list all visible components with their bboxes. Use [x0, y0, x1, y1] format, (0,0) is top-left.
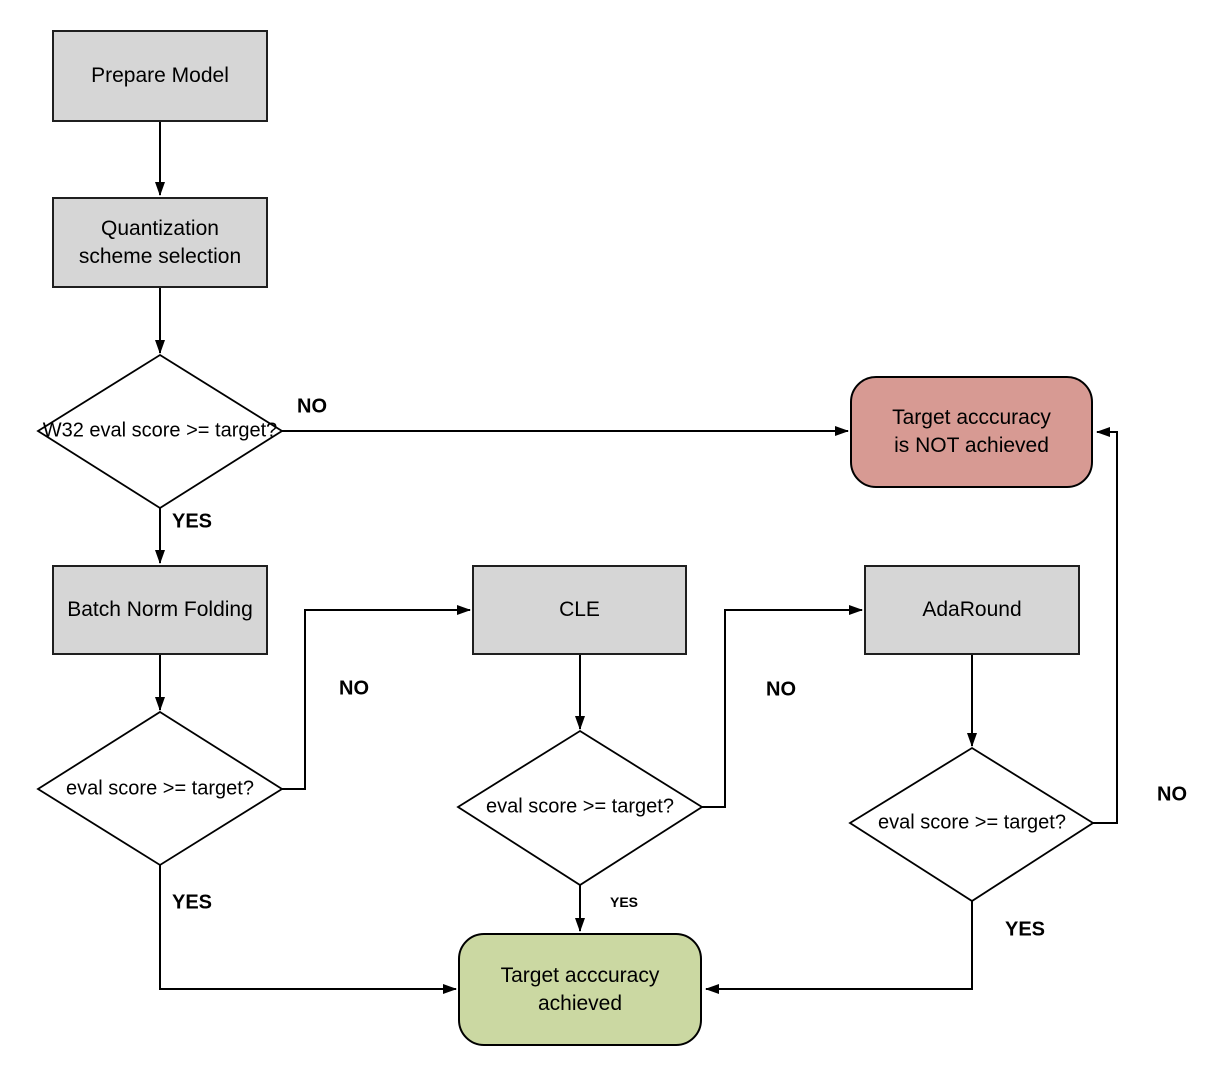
node-cle-label: CLE [559, 598, 600, 622]
decision-w32-diamond [36, 353, 284, 510]
node-batch-norm-folding: Batch Norm Folding [52, 565, 268, 655]
node-prepare-model: Prepare Model [52, 30, 268, 122]
edge-label-bnf-no: NO [339, 677, 369, 700]
edge-evalcheck3-no-to-not-achieved [1093, 427, 1118, 824]
edge-label-cle-no: NO [766, 678, 796, 701]
edge-evalcheck1-yes-to-achieved [159, 865, 457, 994]
edge-label-bnf-yes: YES [171, 891, 213, 914]
node-target-not-achieved: Target acccuracy is NOT achieved [850, 376, 1093, 488]
edge-label-adaround-yes: YES [1004, 918, 1046, 941]
node-batch-norm-folding-label: Batch Norm Folding [67, 598, 253, 622]
decision-evalcheck-bnf-diamond [36, 710, 284, 867]
node-adaround: AdaRound [864, 565, 1080, 655]
decision-evalcheck-adaround-diamond [848, 746, 1095, 903]
node-prepare-model-label: Prepare Model [91, 64, 229, 88]
edge-evalcheck3-yes-to-achieved [705, 901, 973, 994]
node-target-achieved-line2: achieved [537, 991, 623, 1015]
node-adaround-label: AdaRound [922, 598, 1022, 622]
decision-evalcheck-adaround-label: eval score >= target? [878, 811, 1066, 834]
node-target-achieved-line1: Target acccuracy [500, 963, 660, 987]
edge-evalcheck2-no-to-adaround [702, 605, 863, 808]
edge-label-cle-yes: YES [609, 894, 639, 910]
decision-evalcheck-cle-diamond [456, 729, 704, 887]
node-quantization-scheme: Quantization scheme selection [52, 197, 268, 288]
edge-label-w32-yes: YES [171, 510, 213, 533]
node-quantization-scheme-line2: scheme selection [78, 244, 242, 268]
decision-w32-label: W32 eval score >= target? [42, 419, 278, 442]
edge-label-w32-no: NO [297, 395, 327, 418]
node-target-achieved: Target acccuracy achieved [458, 933, 702, 1046]
decision-evalcheck-bnf-label: eval score >= target? [66, 777, 254, 800]
node-cle: CLE [472, 565, 687, 655]
edge-label-adaround-no: NO [1157, 783, 1187, 806]
node-target-not-achieved-line2: is NOT achieved [894, 434, 1049, 457]
edge-evalcheck1-no-to-cle [282, 605, 471, 790]
decision-evalcheck-cle-label: eval score >= target? [486, 795, 674, 818]
node-quantization-scheme-line1: Quantization [101, 216, 219, 240]
node-target-not-achieved-line1: Target acccuracy [892, 406, 1051, 430]
